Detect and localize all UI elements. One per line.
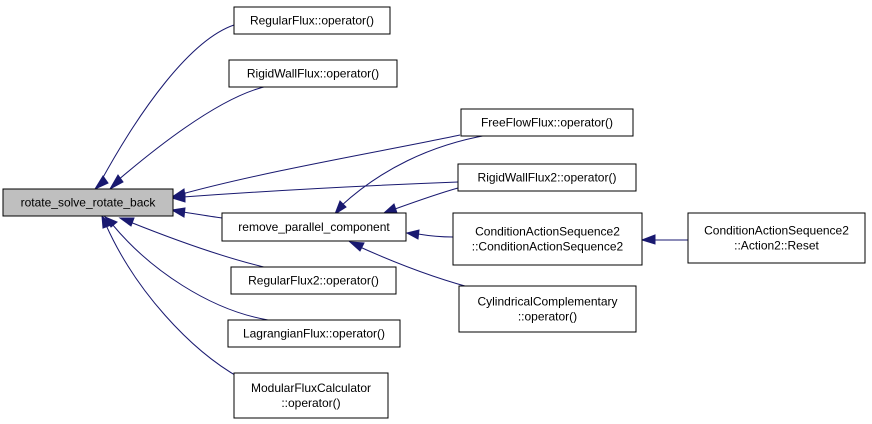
node-label: RigidWallFlux2::operator()	[478, 171, 617, 185]
edge-rpc-to-rigid-wall-flux2	[382, 187, 459, 214]
node-label: RigidWallFlux::operator()	[247, 67, 379, 81]
node-label: ModularFluxCalculator	[251, 381, 371, 395]
node-box	[227, 319, 401, 348]
node-label: LagrangianFlux::operator()	[243, 327, 385, 341]
edge-to-remove-parallel-component	[170, 207, 223, 219]
node-box	[687, 212, 866, 264]
edge-to-regular-flux2	[118, 217, 269, 269]
edge-rpc-to-free-flow-flux	[333, 134, 489, 216]
node-rotate-solve-rotate-back[interactable]: rotate_solve_rotate_back	[2, 188, 174, 217]
edge-to-modular-flux-calculator	[101, 214, 241, 379]
node-regular-flux[interactable]: RegularFlux::operator()	[233, 6, 391, 35]
edge-to-rigid-wall-flux2	[170, 181, 459, 203]
node-label: FreeFlowFlux::operator()	[481, 116, 613, 130]
node-rigid-wall-flux[interactable]: RigidWallFlux::operator()	[228, 59, 398, 88]
node-box	[228, 59, 398, 88]
edges-layer	[93, 24, 688, 379]
node-rigid-wall-flux2[interactable]: RigidWallFlux2::operator()	[457, 163, 637, 192]
node-lagrangian-flux[interactable]: LagrangianFlux::operator()	[227, 319, 401, 348]
node-box	[452, 212, 643, 266]
node-box	[233, 6, 391, 35]
node-label: ::ConditionActionSequence2	[472, 240, 624, 254]
node-label: RegularFlux2::operator()	[248, 274, 379, 288]
node-label: ConditionActionSequence2	[704, 224, 849, 238]
node-free-flow-flux[interactable]: FreeFlowFlux::operator()	[460, 108, 634, 137]
node-label: remove_parallel_component	[238, 220, 390, 234]
node-box	[230, 266, 397, 295]
node-label: ::operator()	[518, 310, 577, 324]
nodes-layer: rotate_solve_rotate_back RegularFlux::ope…	[2, 6, 866, 419]
edge-to-regular-flux	[93, 24, 235, 191]
node-label: rotate_solve_rotate_back	[21, 196, 157, 210]
node-modular-flux-calculator[interactable]: ModularFluxCalculator::operator()	[233, 372, 389, 419]
node-remove-parallel-component[interactable]: remove_parallel_component	[221, 212, 407, 242]
node-box	[2, 188, 174, 217]
node-condition-action-sequence2[interactable]: ConditionActionSequence2::ConditionActio…	[452, 212, 643, 266]
node-box	[221, 212, 407, 242]
node-label: ::Action2::Reset	[734, 239, 819, 253]
edge-cas2-to-reset	[640, 234, 688, 245]
node-box	[460, 108, 634, 137]
node-label: CylindricalComplementary	[477, 295, 617, 309]
node-regular-flux2[interactable]: RegularFlux2::operator()	[230, 266, 397, 295]
node-box	[457, 163, 637, 192]
edge-rpc-to-condition-action-sequence2	[405, 229, 454, 240]
node-label: ConditionActionSequence2	[475, 225, 620, 239]
node-box	[233, 372, 389, 419]
edge-to-rigid-wall-flux	[108, 85, 269, 191]
node-cylindrical-complementary[interactable]: CylindricalComplementary::operator()	[458, 285, 637, 333]
node-box	[458, 285, 637, 333]
node-label: RegularFlux::operator()	[250, 14, 374, 28]
node-condition-action-sequence2-reset[interactable]: ConditionActionSequence2::Action2::Reset	[687, 212, 866, 264]
node-label: ::operator()	[281, 396, 340, 410]
